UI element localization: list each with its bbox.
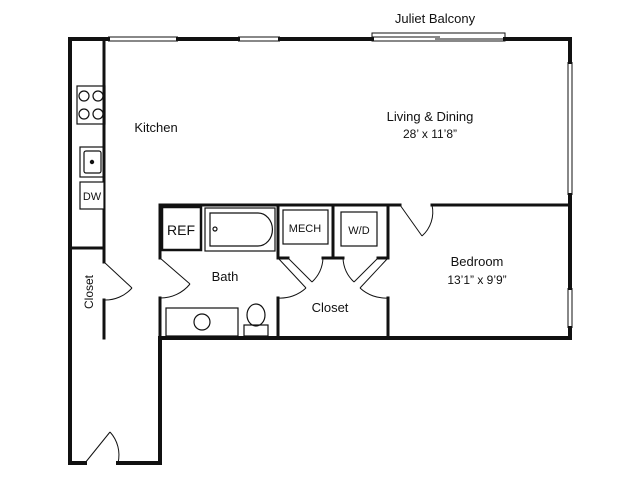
entry-closet-door: [103, 261, 133, 289]
mech-door: [287, 257, 313, 283]
living-dining-size: 28’ x 11’8”: [403, 127, 457, 141]
bath-label: Bath: [212, 269, 239, 284]
exterior-walls: [68, 37, 572, 465]
bedroom-size: 13’1” x 9’9”: [447, 273, 506, 287]
door-swings: [84, 204, 434, 464]
bath-door: [159, 257, 191, 285]
balcony-label: Juliet Balcony: [395, 11, 476, 26]
closet-label: Closet: [312, 300, 349, 315]
bathtub: [204, 207, 276, 252]
kitchen-sink: [79, 146, 105, 178]
refrigerator: REF: [160, 205, 203, 252]
balcony-doors: [371, 32, 506, 42]
bedroom-door: [399, 204, 423, 237]
wd-door: [353, 257, 379, 283]
washer-dryer: W/D: [340, 211, 378, 247]
kitchen-label: Kitchen: [134, 120, 177, 135]
entry-closet-label: Closet: [82, 274, 96, 309]
living-dining-label: Living & Dining: [387, 109, 474, 124]
closet-door-left: [277, 257, 307, 289]
cooktop: [76, 85, 106, 125]
closet-door-right: [359, 257, 389, 289]
bedroom-label: Bedroom: [451, 254, 504, 269]
dishwasher: DW: [79, 181, 105, 210]
mechanical-label: MECH: [289, 223, 321, 235]
interior-walls: [68, 37, 572, 340]
dishwasher-label: DW: [83, 191, 102, 203]
washer-dryer-label: W/D: [348, 225, 369, 237]
bath-vanity: [165, 307, 239, 337]
windows: [108, 36, 573, 328]
entry-door: [84, 431, 111, 464]
toilet: [243, 303, 269, 337]
mechanical-closet: MECH: [282, 209, 329, 245]
refrigerator-label: REF: [167, 222, 195, 238]
